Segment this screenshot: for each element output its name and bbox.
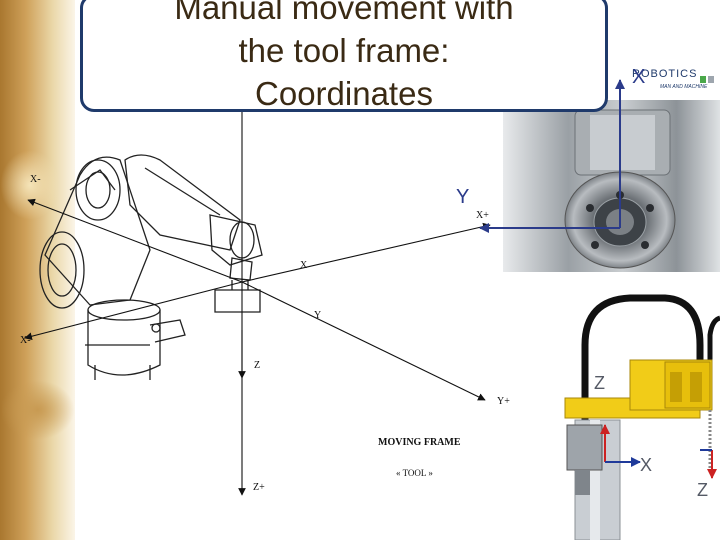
label-y-mid: Y bbox=[314, 310, 321, 321]
robot-line-drawing bbox=[39, 154, 263, 380]
logo-subtext: MAN AND MACHINE bbox=[660, 84, 708, 90]
diagram-subcaption: « TOOL » bbox=[396, 468, 433, 478]
label-x-minus-left: X- bbox=[20, 335, 31, 346]
scara-robot-illustration bbox=[564, 294, 720, 540]
left-decorative-strip bbox=[0, 0, 75, 540]
title-box bbox=[80, 0, 608, 112]
label-z-mid: Z bbox=[254, 360, 260, 371]
label-z-plus: Z+ bbox=[253, 482, 265, 493]
diagram-caption: MOVING FRAME bbox=[378, 437, 461, 448]
logo-text: ROBOTICS bbox=[632, 68, 698, 80]
logo-squares-icon bbox=[700, 70, 716, 88]
label-x-minus-top: X- bbox=[30, 174, 41, 185]
tool-flange-photo bbox=[479, 79, 720, 272]
decor-shadow bbox=[0, 380, 75, 440]
photo-y-label: Y bbox=[456, 186, 470, 208]
scara-x-label: X bbox=[640, 455, 653, 475]
scara-z-label: Z bbox=[594, 373, 605, 393]
label-y-plus: Y+ bbox=[497, 396, 510, 407]
slide-title: Manual movement with the tool frame: Coo… bbox=[174, 0, 514, 112]
label-x-mid: X bbox=[300, 260, 308, 271]
frame-axes bbox=[24, 110, 491, 496]
label-x-plus: X+ bbox=[476, 210, 489, 221]
scara-z-right-label: Z bbox=[697, 480, 708, 500]
photo-x-label: X bbox=[632, 66, 646, 88]
